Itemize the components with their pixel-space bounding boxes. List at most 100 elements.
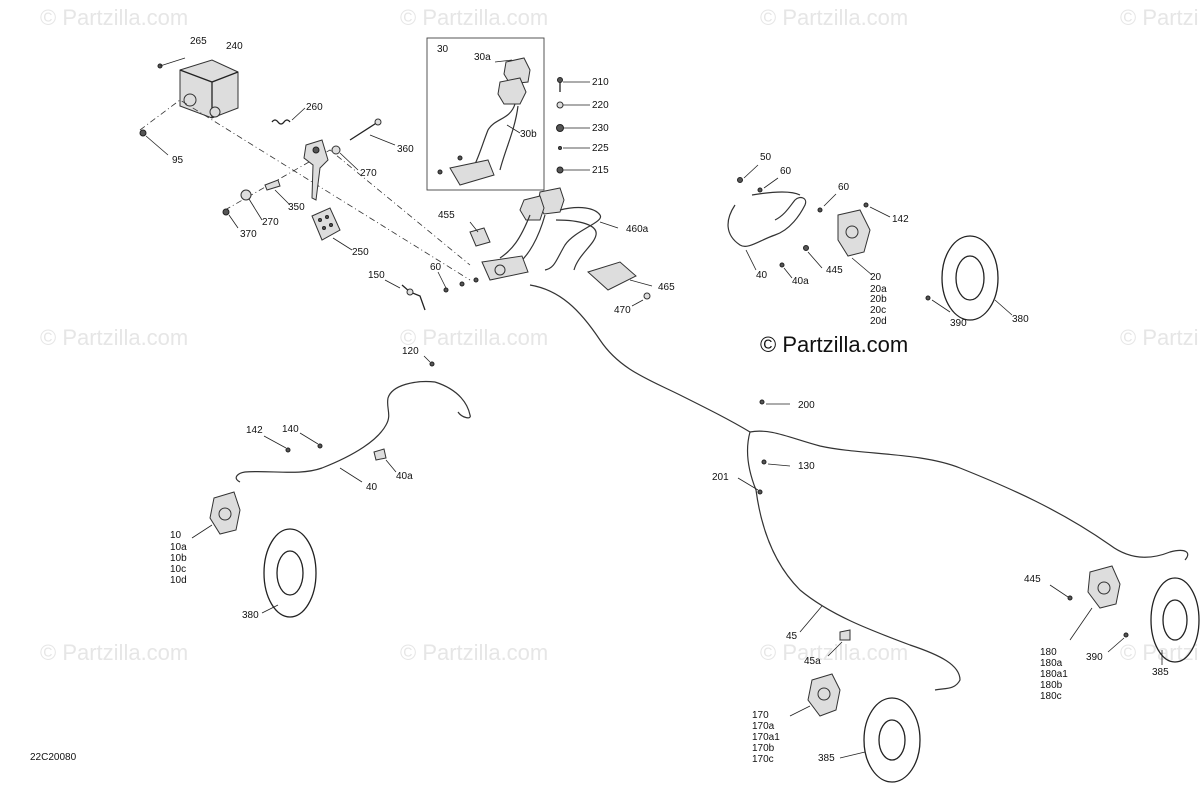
front-right-caliper-20 [727,164,891,279]
callout-label: 40a [792,276,809,287]
callout-label: 50 [760,152,772,163]
master-cylinder-inset-30 [426,37,545,191]
callout-label: 370 [240,229,257,240]
callout-label: 385 [1152,667,1169,678]
callout-label: 180a1 [1040,669,1068,680]
watermark: © Partzilla.com [400,325,548,350]
front-left-brake-line-40 [235,355,471,483]
brake-pedal-250 [303,139,353,251]
front-right-disc-380 [925,235,1013,321]
callout-label: 455 [438,210,455,221]
pedal-axis-line [224,149,471,266]
callout-label: 350 [288,202,305,213]
fasteners-210-215 [556,77,590,174]
callout-label: 200 [798,400,815,411]
rear-right-disc-385 [1107,577,1200,665]
callout-label: 20d [870,316,887,327]
rear-right-caliper-180 [1049,565,1121,641]
callout-label: 470 [614,305,631,316]
callout-label: 45 [786,631,798,642]
callout-label: 40 [366,482,378,493]
callout-label: 10c [170,564,186,575]
front-left-caliper-10 [191,491,241,539]
rod-360 [349,118,396,146]
callout-label: 210 [592,77,609,88]
callout-label: 20b [870,294,887,305]
watermark: © Partzilla.com [400,640,548,665]
callout-label: 60 [780,166,792,177]
front-left-disc-380 [261,528,317,618]
callout-label: 10a [170,542,187,553]
callout-label: 95 [172,155,184,166]
watermark: © Partzilla.com [1120,5,1200,30]
callout-label: 170a1 [752,732,780,743]
callout-label: 380 [1012,314,1029,325]
fitting-455 [469,221,491,247]
callout-label: 120 [402,346,419,357]
bushing-270 [240,189,263,221]
callout-label: 142 [246,425,263,436]
callout-label: 130 [798,461,815,472]
callout-label: 30 [437,44,449,55]
callout-label: 215 [592,165,609,176]
callout-label: 180a [1040,658,1063,669]
watermark: © Partzilla.com [40,325,188,350]
watermark: © Partzilla.com [40,640,188,665]
callout-label: 20c [870,305,886,316]
watermark-center: © Partzilla.com [760,332,908,357]
nut-370 [222,208,239,229]
callout-label: 170c [752,754,774,765]
callout-label: 10d [170,575,187,586]
pedal-bracket-240 [157,57,239,119]
callout-label: 385 [818,753,835,764]
callout-label: 445 [826,265,843,276]
callout-label: 10 [170,530,182,541]
callout-label: 270 [360,168,377,179]
callout-label: 170a [752,721,775,732]
callout-label: 240 [226,41,243,52]
callout-label: 45a [804,656,821,667]
callout-label: 220 [592,100,609,111]
callout-label: 40a [396,471,413,482]
callout-label: 170b [752,743,775,754]
callout-labels: 265 240 260 360 95 270 350 270 370 250 1… [170,36,1169,765]
callout-label: 20 [870,272,882,283]
callout-label: 40 [756,270,768,281]
callout-label: 380 [242,610,259,621]
callout-label: 60 [838,182,850,193]
callout-label: 180 [1040,647,1057,658]
callout-label: 201 [712,472,729,483]
watermark: © Partzilla.com [400,5,548,30]
watermark-layer: © Partzilla.com © Partzilla.com © Partzi… [40,5,1200,665]
callout-label: 390 [950,318,967,329]
callout-label: 225 [592,143,609,154]
switch-150 [384,279,426,311]
callout-label: 445 [1024,574,1041,585]
watermark: © Partzilla.com [760,640,908,665]
callout-label: 60 [430,262,442,273]
nut-470 [631,292,651,307]
bolt-95 [139,129,169,156]
callout-label: 170 [752,710,769,721]
watermark: © Partzilla.com [1120,325,1200,350]
washer-60 [437,271,479,293]
callout-label: 230 [592,123,609,134]
rear-left-caliper-170 [789,673,841,717]
rear-left-disc-385 [839,697,921,783]
callout-label: 270 [262,217,279,228]
callout-label: 465 [658,282,675,293]
watermark: © Partzilla.com [40,5,188,30]
callout-label: 250 [352,247,369,258]
callout-label: 10b [170,553,187,564]
callout-label: 260 [306,102,323,113]
master-cylinder-assembly [481,187,619,281]
callout-label: 30a [474,52,491,63]
watermark: © Partzilla.com [760,5,908,30]
bracket-465 [587,261,653,291]
bushing-270 [331,145,359,171]
pin-350 [264,179,291,206]
diagram-code: 22C20080 [30,752,77,763]
callout-label: 265 [190,36,207,47]
callout-label: 180c [1040,691,1062,702]
